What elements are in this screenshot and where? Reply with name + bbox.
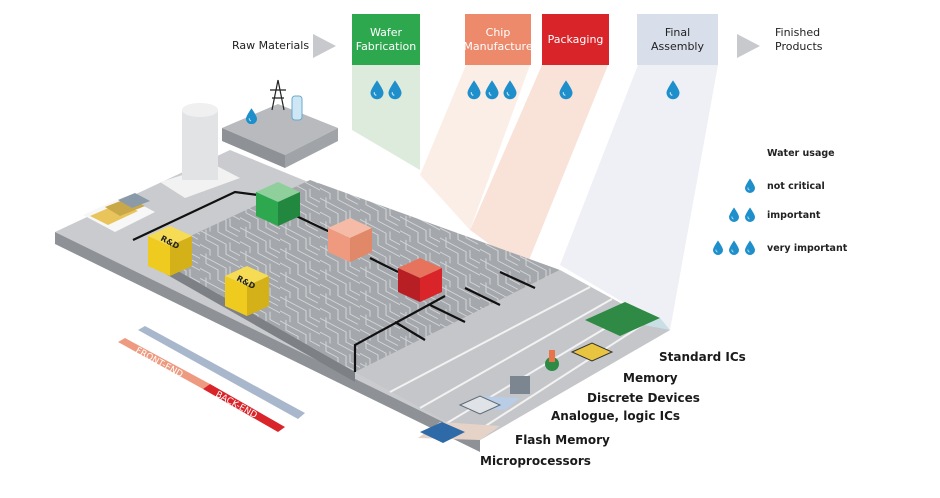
back-end-label: BACK-END	[214, 390, 259, 421]
back-end-bar	[203, 384, 285, 432]
stage-final-assembly: Final Assembly	[637, 14, 718, 65]
product-label-discrete-devices: Discrete Devices	[587, 391, 700, 405]
microprocessor-chip-icon	[420, 422, 465, 443]
standard-ic-board-icon	[585, 302, 660, 336]
memory-chip-icon	[570, 342, 614, 362]
product-icons	[420, 302, 660, 443]
product-label-memory: Memory	[623, 371, 678, 385]
circuit-platform-edge	[150, 255, 355, 382]
base-slab-front	[55, 232, 480, 452]
cube-chip-manufacture	[328, 218, 372, 262]
arrow-finished-products-icon	[737, 34, 760, 58]
band-packaging	[470, 65, 608, 270]
flash-memory-icon	[458, 395, 502, 415]
product-label-flash-memory: Flash Memory	[515, 433, 610, 447]
circuit-platform	[150, 180, 560, 372]
water-drop-icon	[729, 240, 739, 255]
analogue-ic-icon	[510, 376, 530, 394]
stage-wafer-fabrication: Wafer Fabrication	[352, 14, 420, 65]
legend-title: Water usage	[767, 148, 835, 159]
cube-rd-1	[148, 226, 192, 276]
discrete-device-icon	[545, 357, 559, 371]
water-drop-icon	[729, 207, 739, 222]
band-assembly	[560, 65, 718, 330]
water-drop-icon	[246, 108, 257, 124]
stage-packaging: Packaging	[542, 14, 609, 65]
product-label-microprocessors: Microprocessors	[480, 454, 591, 468]
product-label-standard-ics: Standard ICs	[659, 350, 746, 364]
cube-packaging	[398, 258, 442, 302]
band-wafer	[352, 65, 420, 170]
legend-item-not-critical: not critical	[767, 181, 825, 192]
power-pylon-icon	[270, 79, 286, 111]
stage-chip-manufacture: Chip Manufacture	[463, 14, 533, 65]
finished-products-label: Finished Products	[775, 26, 823, 53]
water-drop-icon	[713, 240, 723, 255]
front-end-bar	[118, 338, 210, 389]
water-drop-icon	[745, 207, 755, 222]
arrow-raw-materials-icon	[313, 34, 336, 58]
raw-materials-label: Raw Materials	[232, 39, 310, 52]
silo	[160, 103, 240, 198]
legend-water-drops	[713, 178, 755, 255]
water-drop-icon	[745, 240, 755, 255]
cube-wafer-fabrication	[256, 182, 300, 226]
materials-tray	[83, 193, 155, 232]
band-chip	[420, 65, 530, 230]
product-label-analogue-logic-ics: Analogue, logic ICs	[551, 409, 681, 423]
utility-block	[222, 79, 338, 168]
foundry-bar	[138, 326, 305, 419]
water-drop-icon	[745, 178, 755, 193]
segment-bars	[118, 326, 305, 432]
legend-item-very-important: very important	[767, 243, 848, 254]
cube-rd-2	[225, 266, 269, 316]
legend-item-important: important	[767, 210, 821, 221]
